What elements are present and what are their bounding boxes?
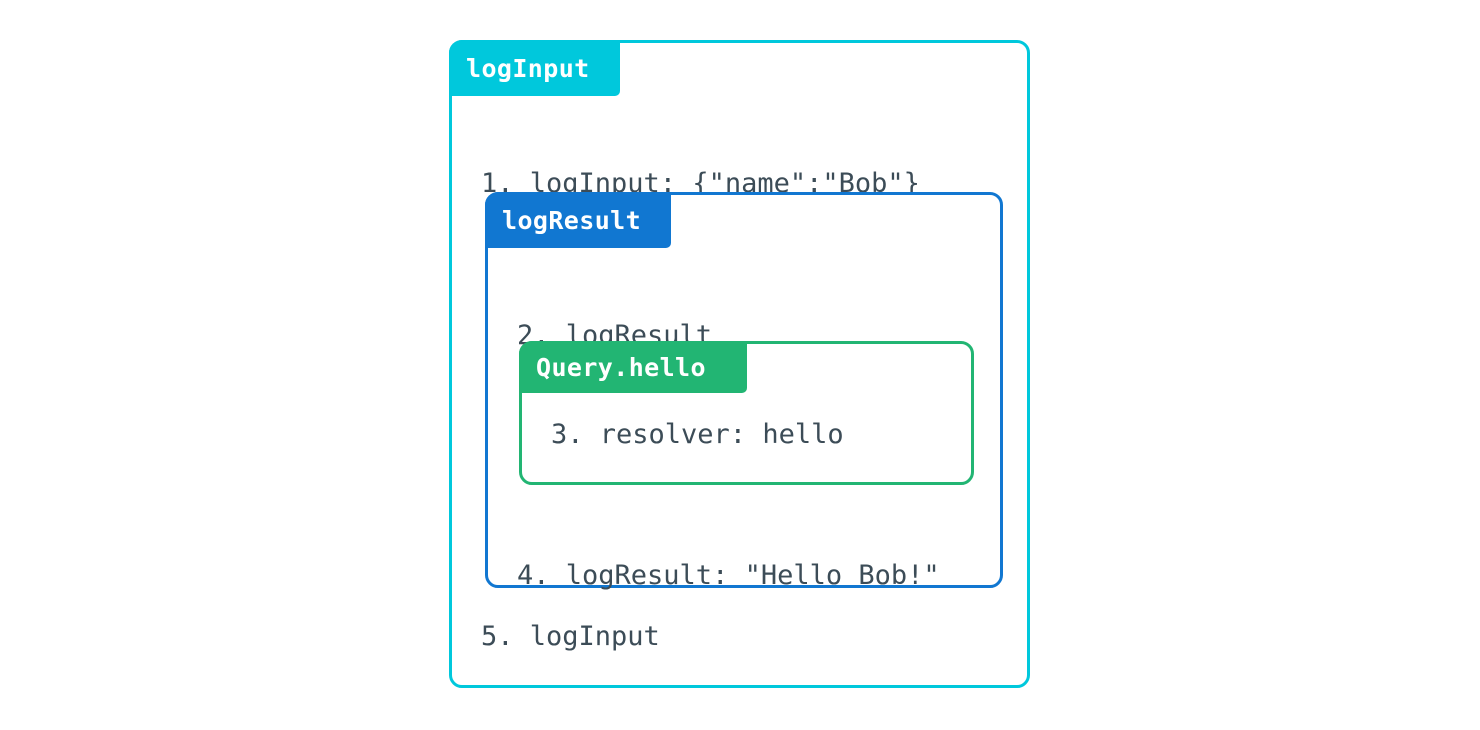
trace-line-4: 4. logResult: "Hello Bob!" bbox=[517, 560, 940, 591]
trace-box-label-query-hello: Query.hello bbox=[519, 341, 747, 393]
trace-box-loginput: logInput 1. logInput: {"name":"Bob"} log… bbox=[449, 40, 1030, 688]
trace-box-label-loginput: logInput bbox=[449, 40, 620, 96]
trace-box-label-logresult: logResult bbox=[485, 192, 671, 248]
trace-line-3: 3. resolver: hello bbox=[551, 419, 844, 450]
trace-line-5: 5. logInput bbox=[481, 621, 660, 652]
trace-box-logresult: logResult 2. logResult Query.hello 3. re… bbox=[485, 192, 1003, 591]
trace-box-query-hello: Query.hello 3. resolver: hello bbox=[519, 341, 974, 485]
